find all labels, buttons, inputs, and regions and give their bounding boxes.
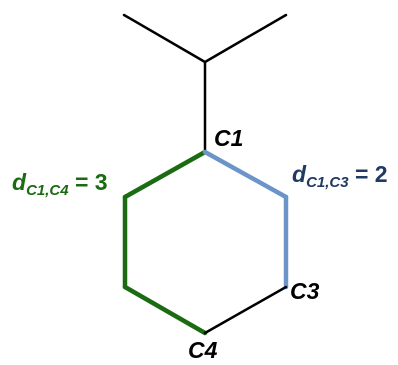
bond-c1-c2 bbox=[202, 149, 289, 200]
bond-isopropyl-right bbox=[203, 13, 288, 64]
atom-label-c1: C1 bbox=[214, 125, 243, 151]
bond-c1-c6 bbox=[122, 149, 208, 200]
distance-value: = 2 bbox=[349, 161, 388, 187]
distance-subscript: C1,C3 bbox=[306, 174, 349, 191]
distance-label-c1-c3: dC1,C3 = 2 bbox=[292, 161, 388, 191]
distance-label-c1-c4: dC1,C4 = 3 bbox=[12, 169, 108, 199]
bond-isopropyl-left bbox=[122, 13, 207, 64]
bond-c5-c4 bbox=[122, 284, 208, 336]
distance-symbol: d bbox=[292, 161, 307, 187]
bond-c3-c4 bbox=[203, 285, 288, 335]
distance-subscript: C1,C4 bbox=[26, 182, 69, 199]
atom-label-c4: C4 bbox=[188, 337, 218, 363]
distance-symbol: d bbox=[12, 169, 27, 195]
distance-value: = 3 bbox=[69, 169, 108, 195]
atom-label-c3: C3 bbox=[290, 278, 320, 304]
